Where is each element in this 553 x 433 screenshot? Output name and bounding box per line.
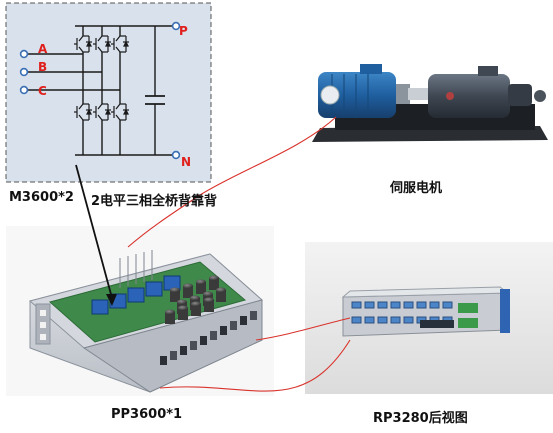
rear-port xyxy=(416,301,427,309)
capacitor xyxy=(183,283,193,298)
motor-fan-cap xyxy=(320,85,340,105)
front-panel xyxy=(82,299,263,393)
igbt-switch xyxy=(111,103,129,121)
capacitor xyxy=(178,305,188,320)
rear-port xyxy=(351,316,362,324)
load-motor-body xyxy=(428,74,510,118)
front-connector xyxy=(190,341,197,350)
rear-port xyxy=(390,301,401,309)
igbt-switches xyxy=(74,35,129,121)
igbt-switch xyxy=(93,103,111,121)
capacitor xyxy=(209,275,219,290)
phase-c-label: C xyxy=(38,84,47,98)
phase-c-terminal xyxy=(19,85,29,95)
blue-motor-body xyxy=(318,72,396,118)
green-terminal-2 xyxy=(458,318,478,328)
controller-label: PP3600*1 xyxy=(111,407,183,422)
dc-link-capacitors xyxy=(165,275,226,324)
rear-port xyxy=(364,301,375,309)
schematic-panel: A B C P N xyxy=(5,2,212,183)
rear-port xyxy=(442,301,453,309)
rack-ear xyxy=(500,289,510,333)
rear-port xyxy=(377,301,388,309)
rear-port xyxy=(377,316,388,324)
encoder xyxy=(508,84,532,106)
phase-a-terminal xyxy=(19,49,29,59)
n-label: N xyxy=(181,155,191,169)
motor-label: 伺服电机 xyxy=(390,181,443,196)
igbt-switch xyxy=(93,35,111,53)
p-terminal xyxy=(171,21,181,31)
rear-port xyxy=(403,301,414,309)
module-label: M3600*2 xyxy=(9,190,74,205)
rear-port xyxy=(364,316,375,324)
rear-port xyxy=(390,316,401,324)
front-connector xyxy=(240,316,247,325)
green-terminal xyxy=(458,303,478,313)
db-connector xyxy=(420,320,454,328)
coupling-sleeve xyxy=(408,88,428,100)
rear-port xyxy=(429,301,440,309)
capacitor xyxy=(196,279,206,294)
cable-pp-to-rp-2 xyxy=(159,339,351,392)
module-pointer-arrow xyxy=(75,164,117,306)
front-connector xyxy=(170,351,177,360)
rp3280-image xyxy=(305,242,553,394)
front-connector xyxy=(160,356,167,365)
igbt-switch xyxy=(74,103,92,121)
capacitor xyxy=(191,301,201,316)
n-terminal xyxy=(171,150,181,160)
coupling xyxy=(396,84,410,104)
rp-rear-panel xyxy=(342,292,509,337)
front-connector xyxy=(220,326,227,335)
front-connector xyxy=(200,336,207,345)
dc-capacitor xyxy=(145,95,165,105)
capacitor xyxy=(165,309,175,324)
phase-inputs xyxy=(24,53,120,91)
capacitor xyxy=(170,287,180,302)
cables xyxy=(127,116,351,392)
rear-port xyxy=(351,301,362,309)
front-connector xyxy=(230,321,237,330)
topology-label: 2电平三相全桥背靠背 xyxy=(91,194,218,209)
front-connectors xyxy=(160,311,257,365)
front-connector xyxy=(210,331,217,340)
rear-unit-label: RP3280后视图 xyxy=(373,411,468,426)
pp3600-image xyxy=(6,226,274,396)
front-connector xyxy=(250,311,257,320)
phase-a-label: A xyxy=(38,42,48,56)
capacitor xyxy=(204,297,214,312)
servo-motor-image xyxy=(312,64,548,142)
igbt-switch xyxy=(74,35,92,53)
p-label: P xyxy=(179,24,188,38)
phase-b-label: B xyxy=(38,60,47,74)
cable-pp-to-rp-1 xyxy=(255,317,351,341)
igbt-switch xyxy=(111,35,129,53)
phase-b-terminal xyxy=(19,67,29,77)
terminal-box xyxy=(360,64,382,74)
capacitor xyxy=(216,287,226,302)
front-connector xyxy=(180,346,187,355)
cable-motor-to-pp xyxy=(127,116,337,248)
rear-port xyxy=(403,316,414,324)
